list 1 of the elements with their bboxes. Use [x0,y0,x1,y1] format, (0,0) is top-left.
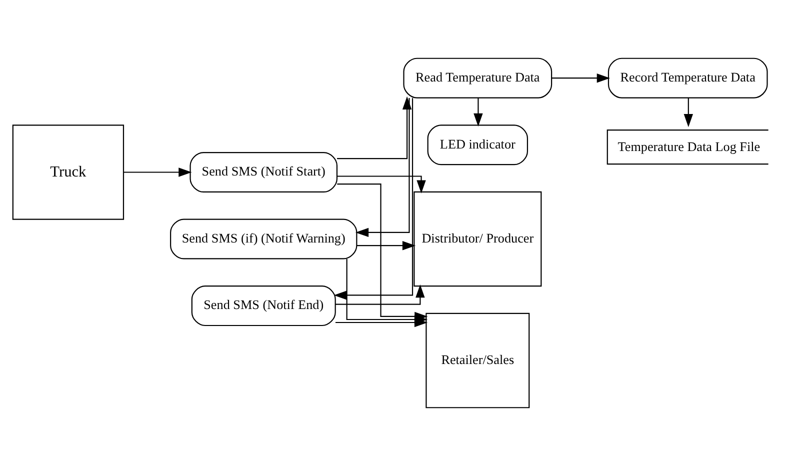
node-text: Temperature Data Log File [618,139,760,154]
